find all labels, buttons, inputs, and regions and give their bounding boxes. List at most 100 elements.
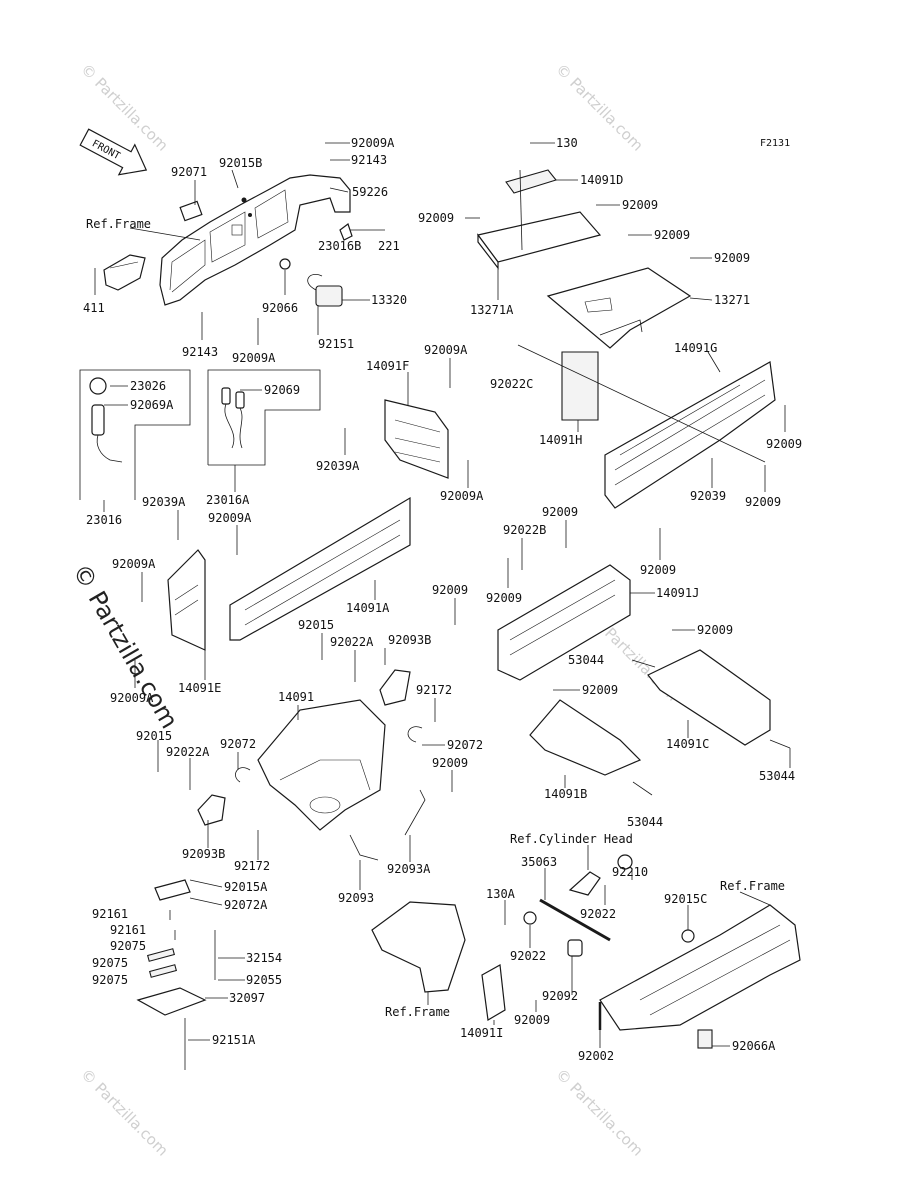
part-label: 92009: [640, 563, 676, 577]
part-label: 92093B: [182, 847, 225, 861]
part-label: 92002: [578, 1049, 614, 1063]
part-label: 53044: [759, 769, 795, 783]
part-label: 92172: [234, 859, 270, 873]
part-label: 92009: [486, 591, 522, 605]
part-label: 92093B: [388, 633, 431, 647]
part-label: 92009A: [232, 351, 276, 365]
part-label: 32097: [229, 991, 265, 1005]
frame-bottom-center: [371, 901, 506, 1021]
part-label: 92022A: [166, 745, 210, 759]
part-label: 92071: [171, 165, 207, 179]
part-label: 13271: [714, 293, 750, 307]
ref-label: Ref.Frame: [86, 217, 151, 231]
part-label: 53044: [627, 815, 663, 829]
part-label: 92022: [580, 907, 616, 921]
part-label: 92093: [338, 891, 374, 905]
part-label: 92161: [92, 907, 128, 921]
part-label: 59226: [352, 185, 388, 199]
part-label: 14091D: [580, 173, 623, 187]
part-label: 92066A: [732, 1039, 776, 1053]
part-label: 92015B: [219, 156, 262, 170]
ref-label: Ref.Frame: [720, 879, 785, 893]
part-label: 14091F: [366, 359, 409, 373]
part-label: 92151: [318, 337, 354, 351]
part-label: 92075: [92, 956, 128, 970]
part-label: 14091G: [674, 341, 717, 355]
part-label: 92022C: [490, 377, 533, 391]
part-label: 92009: [432, 583, 468, 597]
part-label: 92015: [136, 729, 172, 743]
part-label: 92009: [432, 756, 468, 770]
part-label: 14091E: [178, 681, 221, 695]
part-label: 14091I: [460, 1026, 503, 1040]
part-label: 92009A: [110, 691, 154, 705]
part-label: 130A: [486, 887, 516, 901]
part-label: 23016B: [318, 239, 361, 253]
ref-label: Ref.Frame: [385, 1005, 450, 1019]
part-label: 92022: [510, 949, 546, 963]
part-label: 92022B: [503, 523, 546, 537]
part-label: 92009: [418, 211, 454, 225]
part-label: 92009A: [424, 343, 468, 357]
part-label: 92161: [110, 923, 146, 937]
part-label: 92210: [612, 865, 648, 879]
part-label: 92055: [246, 973, 282, 987]
side-rails: [384, 351, 776, 509]
part-label: 92009A: [112, 557, 156, 571]
part-label: 92009: [622, 198, 658, 212]
part-label: 92009: [697, 623, 733, 637]
part-label: 92072A: [224, 898, 268, 912]
panel-14091J: [497, 564, 631, 681]
part-label: 130: [556, 136, 578, 150]
part-label: 92143: [182, 345, 218, 359]
part-label: 92009A: [440, 489, 484, 503]
part-label: 13271A: [470, 303, 514, 317]
part-label: 92022A: [330, 635, 374, 649]
part-label: 92039A: [142, 495, 186, 509]
part-label: 92009A: [208, 511, 252, 525]
part-label: 53044: [568, 653, 604, 667]
part-label: 92009: [714, 251, 750, 265]
part-label: 221: [378, 239, 400, 253]
part-label: 92151A: [212, 1033, 256, 1047]
floor-plates: [476, 169, 692, 349]
part-label: 92009: [582, 683, 618, 697]
part-label: 92009: [514, 1013, 550, 1027]
part-label: 92072: [220, 737, 256, 751]
part-label: 92009: [542, 505, 578, 519]
part-label: 92092: [542, 989, 578, 1003]
side-watermark: © Partzilla.com: [67, 559, 184, 733]
part-label: 32154: [246, 951, 282, 965]
part-label: 35063: [521, 855, 557, 869]
part-label: 14091B: [544, 787, 587, 801]
part-label: 92143: [351, 153, 387, 167]
part-label: 92069A: [130, 398, 174, 412]
part-label: 92069: [264, 383, 300, 397]
part-label: 92075: [92, 973, 128, 987]
part-label: 92039A: [316, 459, 360, 473]
dashboard-panel: [103, 174, 353, 307]
figure-code: F2131: [760, 138, 790, 149]
tray-14091: [197, 669, 426, 861]
bracket-assembly: [136, 879, 216, 1070]
part-label: 92015: [298, 618, 334, 632]
harness-boxes: [79, 369, 321, 500]
watermark: © Partzilla.com: [77, 1065, 172, 1160]
part-label: 14091: [278, 690, 314, 704]
frame-bottom-right: [523, 854, 801, 1049]
part-label: 92009: [745, 495, 781, 509]
part-label: 13320: [371, 293, 407, 307]
part-labels: 92009A 92143 92071 92015B 59226 Ref.Fram…: [83, 136, 802, 1063]
part-label: 92066: [262, 301, 298, 315]
part-label: 92075: [110, 939, 146, 953]
part-label: 92093A: [387, 862, 431, 876]
part-label: 92072: [447, 738, 483, 752]
part-label: 14091C: [666, 737, 709, 751]
main-panel: [167, 496, 411, 651]
part-label: 14091J: [656, 586, 699, 600]
part-label: 92172: [416, 683, 452, 697]
part-label: 92009A: [351, 136, 395, 150]
part-label: 23016: [86, 513, 122, 527]
watermark: © Partzilla.com: [552, 1065, 647, 1160]
